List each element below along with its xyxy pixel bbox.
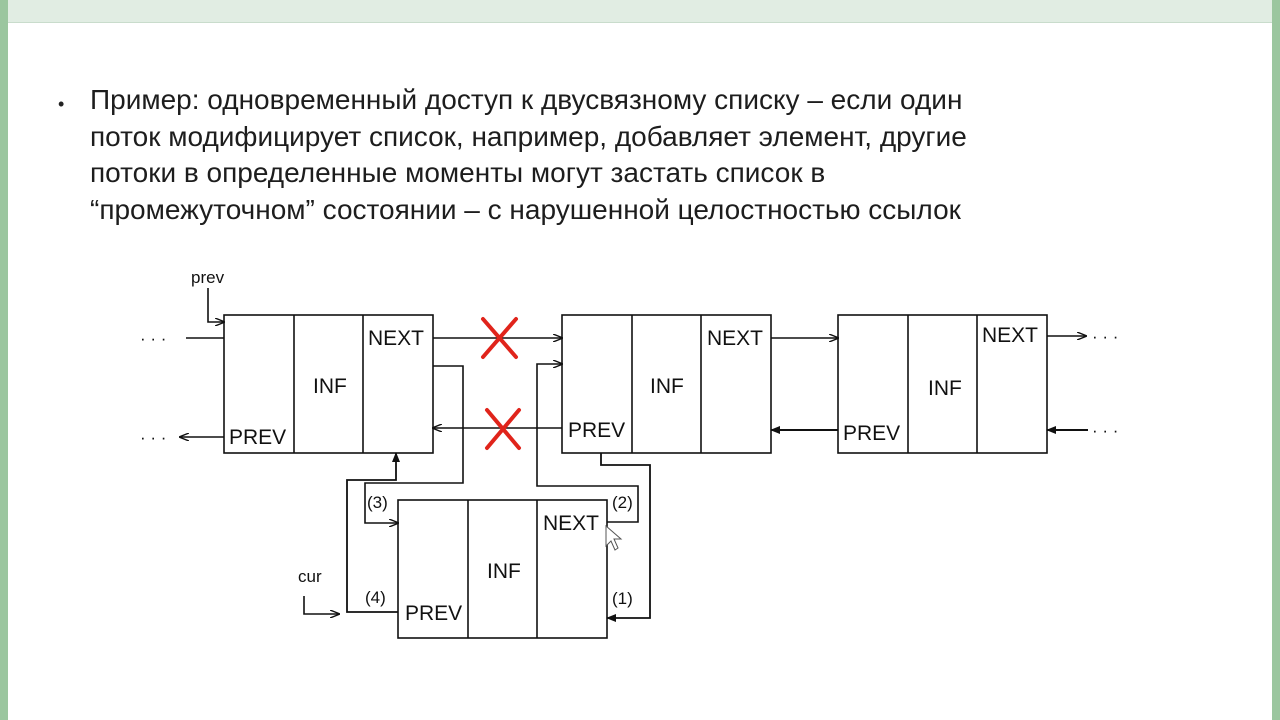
new-list-node — [397, 499, 608, 639]
bullet-line-3: потоки в определенные моменты могут заст… — [90, 157, 826, 188]
bullet-text: Пример: одновременный доступ к двусвязно… — [90, 82, 1170, 228]
slide-left-accent-bar — [0, 0, 8, 720]
broken-link-cross-next — [481, 317, 518, 359]
step-1-label: (1) — [612, 589, 633, 608]
prev-pointer-label: prev — [191, 268, 225, 287]
node-b-prev-label: PREV — [568, 419, 625, 442]
bullet-dot: • — [58, 94, 65, 114]
arrow-step-1 — [600, 453, 651, 622]
ellipsis-right-top: · · · — [1092, 327, 1118, 346]
arrow-step-4 — [346, 452, 400, 613]
step-2-label: (2) — [612, 493, 633, 512]
node-b-next-label: NEXT — [707, 327, 763, 350]
arrow-step-3 — [364, 365, 464, 523]
slide-top-band — [0, 0, 1280, 23]
list-node-b — [561, 314, 772, 454]
bullet-line-4: “промежуточном” состоянии – с нарушенной… — [90, 193, 961, 225]
node-b-inf-label: INF — [650, 375, 684, 398]
ellipsis-left-bottom: · · · — [140, 428, 166, 447]
node-a-next-label: NEXT — [368, 327, 424, 350]
new-node-inf-label: INF — [487, 560, 521, 583]
ellipsis-right-bottom: · · · — [1092, 421, 1118, 440]
list-node-c — [837, 314, 1048, 454]
node-a-inf-label: INF — [313, 375, 347, 398]
slide-right-accent-bar — [1272, 0, 1280, 720]
cur-pointer-label: cur — [298, 567, 322, 586]
ellipsis-left-top: · · · — [140, 329, 166, 348]
node-c-prev-label: PREV — [843, 422, 900, 445]
mouse-cursor-icon — [605, 524, 623, 551]
bullet-line-2: поток модифицирует список, например, доб… — [90, 120, 967, 152]
bullet-line-1: Пример: одновременный доступ к двусвязно… — [90, 84, 963, 115]
arrow-step-2 — [536, 364, 639, 523]
step-3-label: (3) — [367, 493, 388, 512]
new-node-prev-label: PREV — [405, 602, 462, 625]
node-c-inf-label: INF — [928, 377, 962, 400]
step-4-label: (4) — [365, 588, 386, 607]
node-a-prev-label: PREV — [229, 426, 286, 449]
node-c-next-label: NEXT — [982, 324, 1038, 347]
broken-link-cross-prev — [485, 408, 521, 450]
new-node-next-label: NEXT — [543, 512, 599, 535]
list-node-a — [223, 314, 434, 454]
prev-pointer-arrow — [207, 288, 224, 322]
cur-pointer-arrow — [303, 596, 339, 614]
